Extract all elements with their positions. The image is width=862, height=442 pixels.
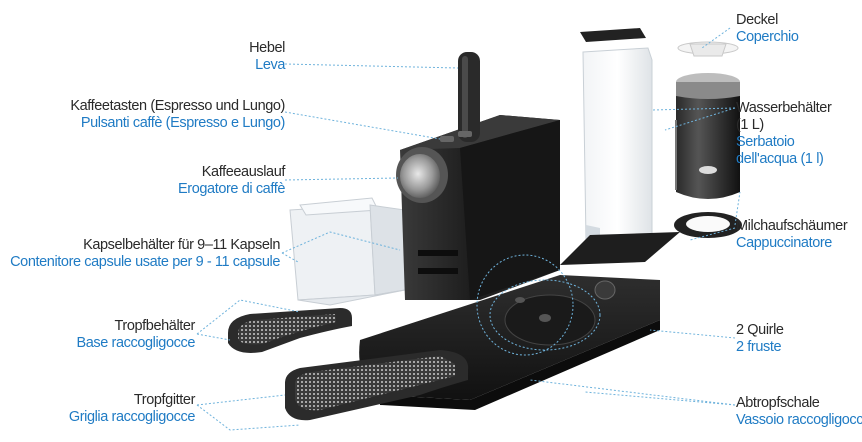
- milk-frother-part: [675, 73, 740, 199]
- drip-tray-base-part: [228, 308, 352, 353]
- label-wasserbehaelter-it2: dell'acqua (1 l): [736, 151, 824, 167]
- label-abtropfschale: Abtropfschale Vassoio raccogligocce: [736, 395, 862, 429]
- leader-lines: [196, 27, 741, 431]
- label-hebel-it: Leva: [255, 57, 285, 73]
- label-tropfgitter-it: Griglia raccogligocce: [68, 409, 196, 425]
- label-kapselbehaelter: Kapselbehälter für 9–11 Kapseln Contenit…: [10, 237, 280, 271]
- label-tropfgitter-de: Tropfgitter: [133, 392, 196, 408]
- capsule-container-part: [289, 197, 406, 306]
- label-quirle-it: 2 fruste: [736, 339, 782, 355]
- label-kapselbehaelter-it: Contenitore capsule usate per 9 - 11 cap…: [10, 254, 280, 270]
- label-deckel-it: Coperchio: [736, 29, 799, 45]
- label-tropfbehaelter: Tropfbehälter Base raccogligocce: [76, 318, 195, 352]
- frother-lid-part: [677, 41, 739, 57]
- label-tropfbehaelter-de: Tropfbehälter: [114, 318, 195, 334]
- water-tank-part: [582, 47, 653, 249]
- label-kaffeeauslauf: Kaffeeauslauf Erogatore di caffè: [178, 164, 285, 198]
- label-milchaufschaeumer: Milchaufschäumer Cappuccinatore: [736, 218, 848, 252]
- label-wasserbehaelter-de2: (1 L): [736, 117, 764, 133]
- label-quirle: 2 Quirle 2 fruste: [736, 322, 784, 356]
- frother-base-part: [674, 212, 742, 238]
- label-kaffeetasten: Kaffeetasten (Espresso und Lungo) Pulsan…: [70, 98, 285, 132]
- label-kaffeeauslauf-de: Kaffeeauslauf: [201, 164, 286, 180]
- drip-grid-part: [285, 350, 469, 421]
- label-milchaufschaeumer-de: Milchaufschäumer: [736, 218, 848, 234]
- label-kaffeetasten-it: Pulsanti caffè (Espresso e Lungo): [80, 115, 286, 131]
- water-tank-lid-part: [580, 28, 646, 42]
- label-wasserbehaelter-de1: Wasserbehälter: [736, 100, 832, 116]
- label-milchaufschaeumer-it: Cappuccinatore: [736, 235, 832, 251]
- label-deckel-de: Deckel: [736, 12, 778, 28]
- label-abtropfschale-de: Abtropfschale: [736, 395, 820, 411]
- machine-body-part: [396, 52, 560, 300]
- label-hebel-de: Hebel: [249, 40, 285, 56]
- label-kaffeeauslauf-it: Erogatore di caffè: [178, 181, 285, 197]
- label-hebel: Hebel Leva: [249, 40, 285, 74]
- frother-pad-part: [560, 232, 680, 265]
- label-quirle-de: 2 Quirle: [736, 322, 784, 338]
- label-deckel: Deckel Coperchio: [736, 12, 799, 46]
- label-tropfgitter: Tropfgitter Griglia raccogligocce: [68, 392, 196, 426]
- label-wasserbehaelter: Wasserbehälter (1 L) Serbatoio dell'acqu…: [736, 100, 832, 168]
- label-wasserbehaelter-it1: Serbatoio: [736, 134, 795, 150]
- label-tropfbehaelter-it: Base raccogligocce: [76, 335, 195, 351]
- label-kaffeetasten-de: Kaffeetasten (Espresso und Lungo): [70, 98, 285, 114]
- label-kapselbehaelter-de: Kapselbehälter für 9–11 Kapseln: [83, 237, 280, 253]
- label-abtropfschale-it: Vassoio raccogligocce: [736, 412, 862, 428]
